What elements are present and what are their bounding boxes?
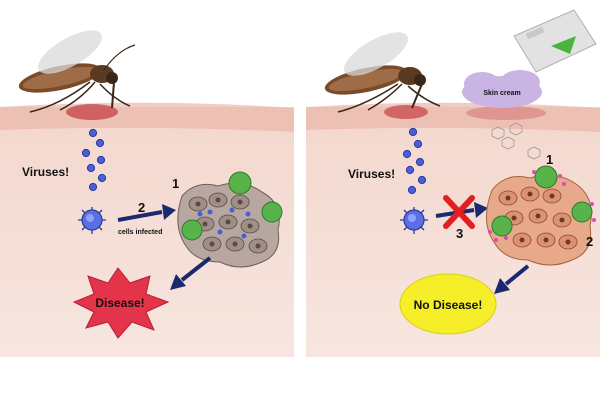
cream-tube-icon: [513, 9, 597, 73]
step-3-label: 3: [456, 226, 463, 241]
no-disease-oval: [399, 273, 497, 335]
molecule-icons: [491, 122, 541, 160]
step-1-label: 1: [546, 152, 553, 167]
virus-particle-icon: [415, 157, 425, 167]
virus-particle-icon: [413, 139, 423, 149]
viruses-label: Viruses!: [348, 167, 395, 181]
immune-cell-icon: [400, 207, 428, 234]
virus-particle-icon: [96, 155, 106, 165]
right-panel-protection: Skin cream Viruses!: [306, 0, 600, 357]
cell-cluster-icon: [177, 171, 283, 268]
immune-response-cell: [534, 165, 558, 189]
step-2-label: 2: [138, 200, 145, 215]
left-diagram: Viruses! 2 cells infected: [0, 0, 294, 357]
cells-infected-label: cells infected: [118, 229, 162, 236]
virus-particle-icon: [95, 138, 105, 148]
right-diagram: Skin cream Viruses!: [306, 0, 600, 357]
virus-particle-icon: [402, 149, 412, 159]
mosquito-icon: [18, 30, 136, 113]
virus-particle-icon: [81, 148, 91, 158]
arrow-to-outcome: [170, 256, 212, 290]
immune-response-cell: [571, 201, 593, 223]
virus-particle-icon: [405, 165, 415, 175]
immune-cell-icon: [78, 207, 106, 234]
infected-cell: [181, 219, 203, 241]
red-x-icon: [443, 195, 475, 229]
virus-particle-icon: [86, 163, 96, 173]
immune-response-cell: [491, 215, 513, 237]
virus-particles: [81, 128, 107, 192]
infected-cell: [261, 201, 283, 223]
disease-label: Disease!: [95, 296, 144, 310]
virus-particles: [402, 127, 427, 195]
virus-particle-icon: [408, 127, 418, 137]
left-panel-infection: Viruses! 2 cells infected: [0, 0, 294, 357]
disease-burst: [72, 267, 170, 339]
virus-particle-icon: [88, 182, 98, 192]
virus-particle-icon: [407, 185, 417, 195]
skin-surface: [306, 102, 600, 132]
virus-particle-icon: [97, 173, 107, 183]
virus-particle-icon: [417, 175, 427, 185]
arrow-to-outcome: [494, 264, 530, 294]
skin-cream-label: Skin cream: [483, 90, 520, 97]
bite-spot: [66, 104, 118, 120]
cell-cluster-icon: [486, 165, 596, 266]
step-1-label: 1: [172, 176, 179, 191]
arrow-step-2: [117, 204, 176, 222]
mosquito-icon: [324, 32, 441, 113]
bite-spot: [384, 105, 428, 119]
cream-area: [466, 106, 546, 120]
step-2-label: 2: [586, 234, 593, 249]
infected-cell: [228, 171, 252, 195]
no-disease-label: No Disease!: [414, 298, 483, 312]
viruses-label: Viruses!: [22, 165, 69, 179]
virus-particle-icon: [88, 128, 98, 138]
skin-cream-cloud: [462, 70, 542, 108]
